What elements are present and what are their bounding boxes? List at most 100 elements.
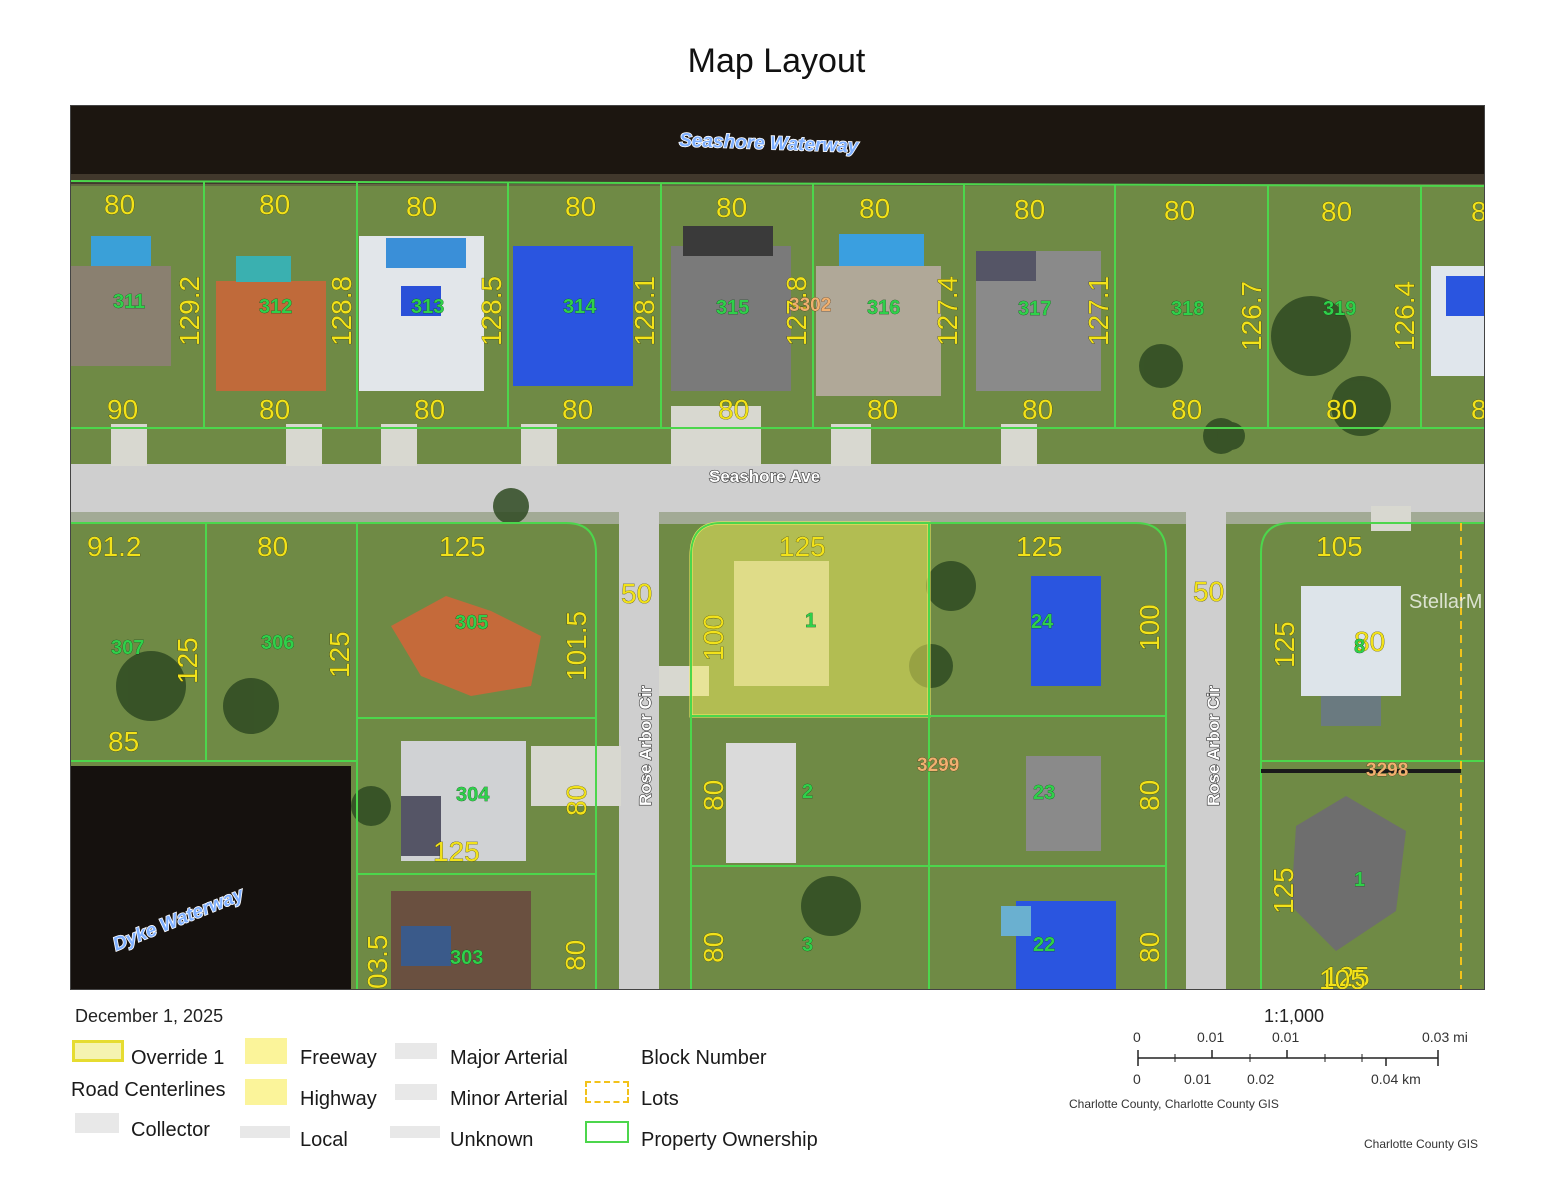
svg-text:311: 311 (113, 291, 145, 313)
svg-text:125: 125 (1016, 531, 1063, 562)
svg-text:22: 22 (1033, 934, 1055, 956)
svg-text:80: 80 (1014, 194, 1045, 225)
driveways (111, 406, 1411, 806)
svg-text:2: 2 (802, 781, 813, 803)
svg-text:1: 1 (1354, 869, 1365, 891)
mi-tick-3: 0.03 mi (1422, 1029, 1468, 1045)
svg-text:50: 50 (1193, 576, 1224, 607)
override-swatch (72, 1040, 124, 1062)
svg-text:126.7: 126.7 (1236, 281, 1267, 351)
credit-line-2: Charlotte County GIS (1364, 1137, 1479, 1151)
svg-text:1: 1 (805, 610, 816, 632)
km-tick-1: 0.01 (1184, 1071, 1212, 1087)
svg-text:80: 80 (561, 785, 592, 816)
svg-text:101.5: 101.5 (561, 611, 592, 681)
svg-text:125: 125 (324, 631, 355, 678)
svg-text:312: 312 (259, 296, 292, 318)
svg-text:125: 125 (1268, 867, 1299, 914)
svg-text:8: 8 (1471, 394, 1484, 425)
svg-text:8: 8 (1354, 636, 1365, 658)
svg-text:317: 317 (1018, 298, 1051, 320)
rooftops (71, 226, 1484, 396)
svg-text:126.4: 126.4 (1389, 281, 1420, 351)
legend-major-arterial: Major Arterial (450, 1047, 568, 1069)
svg-text:319: 319 (1323, 298, 1356, 320)
svg-text:80: 80 (259, 189, 290, 220)
legend-lots: Lots (641, 1088, 679, 1110)
svg-text:91.2: 91.2 (87, 531, 142, 562)
collector-swatch (75, 1113, 119, 1133)
svg-text:80: 80 (1134, 780, 1165, 811)
svg-text:306: 306 (261, 632, 294, 654)
svg-text:307: 307 (111, 637, 144, 659)
svg-text:80: 80 (1134, 932, 1165, 963)
svg-text:313: 313 (411, 296, 444, 318)
svg-text:03.5: 03.5 (362, 935, 393, 990)
svg-text:128.1: 128.1 (629, 276, 660, 346)
svg-text:105: 105 (1319, 964, 1366, 989)
rose-arbor-cir-label-west: Rose Arbor Cir (636, 685, 655, 806)
legend-unknown: Unknown (450, 1129, 534, 1151)
block-numbers: 3302 3299 3298 (789, 295, 1409, 782)
svg-text:305: 305 (455, 612, 488, 634)
highway-swatch (245, 1079, 287, 1105)
unknown-swatch (390, 1126, 440, 1138)
svg-text:125: 125 (172, 637, 203, 684)
map-canvas[interactable]: StellarMLS Seashore Waterway Dyke Waterw… (71, 106, 1484, 989)
svg-text:80: 80 (259, 394, 290, 425)
svg-text:125: 125 (779, 531, 826, 562)
legend-minor-arterial: Minor Arterial (450, 1088, 568, 1110)
local-swatch (240, 1126, 290, 1138)
lot-numbers: 311 312 313 314 315 316 317 318 319 307 … (111, 291, 1366, 970)
svg-text:125: 125 (1323, 961, 1370, 989)
svg-text:128.8: 128.8 (326, 276, 357, 346)
svg-text:318: 318 (1171, 298, 1204, 320)
map-view[interactable]: StellarMLS Seashore Waterway Dyke Waterw… (70, 105, 1485, 990)
freeway-swatch (245, 1038, 287, 1064)
north-top-dimensions: 80 80 80 80 80 80 80 80 80 8 (104, 189, 1484, 228)
svg-text:316: 316 (867, 297, 900, 319)
scale-bar (1137, 1050, 1439, 1066)
svg-text:80: 80 (1354, 626, 1385, 657)
south-misc-dimensions: 50 50 101.5 100 100 125 125 125 125 85 8… (108, 576, 1386, 990)
svg-text:125: 125 (439, 531, 486, 562)
svg-text:303: 303 (450, 947, 483, 969)
rose-arbor-cir-label-east: Rose Arbor Cir (1204, 685, 1223, 806)
svg-text:80: 80 (859, 193, 890, 224)
svg-text:80: 80 (1326, 394, 1357, 425)
svg-text:3302: 3302 (789, 295, 831, 316)
svg-text:80: 80 (698, 932, 729, 963)
north-depth-dimensions: 129.2 128.8 128.5 128.1 127.8 127.4 127.… (174, 276, 1421, 352)
svg-text:24: 24 (1031, 611, 1054, 633)
svg-text:90: 90 (107, 394, 138, 425)
lots-swatch (585, 1081, 629, 1103)
svg-text:3298: 3298 (1366, 760, 1408, 781)
svg-text:80: 80 (562, 394, 593, 425)
svg-text:80: 80 (414, 394, 445, 425)
major-arterial-swatch (395, 1043, 437, 1059)
svg-text:80: 80 (1164, 195, 1195, 226)
svg-text:128.5: 128.5 (476, 276, 507, 346)
north-bottom-dimensions: 90 80 80 80 80 80 80 80 80 8 (107, 394, 1484, 426)
svg-text:3: 3 (802, 934, 813, 956)
mi-tick-1: 0.01 (1197, 1029, 1225, 1045)
svg-text:315: 315 (716, 297, 749, 319)
south-top-dimensions: 91.2 80 125 125 125 105 (87, 531, 1363, 563)
svg-text:80: 80 (867, 394, 898, 425)
svg-text:8: 8 (1471, 196, 1484, 227)
svg-text:127.8: 127.8 (781, 276, 812, 346)
svg-text:80: 80 (257, 531, 288, 562)
svg-text:85: 85 (108, 726, 139, 757)
seashore-ave-road (71, 464, 1484, 512)
km-tick-2: 0.02 (1247, 1071, 1275, 1087)
svg-text:100: 100 (1134, 604, 1165, 651)
svg-text:80: 80 (104, 189, 135, 220)
svg-text:129.2: 129.2 (174, 276, 205, 346)
dyke-waterway (71, 766, 351, 989)
km-tick-3: 0.04 km (1371, 1071, 1421, 1087)
svg-text:3299: 3299 (917, 755, 959, 776)
svg-text:80: 80 (1171, 394, 1202, 425)
km-tick-0: 0 (1133, 1071, 1141, 1087)
property-ownership-swatch (585, 1121, 629, 1143)
legend-road-centerlines: Road Centerlines (71, 1079, 226, 1101)
